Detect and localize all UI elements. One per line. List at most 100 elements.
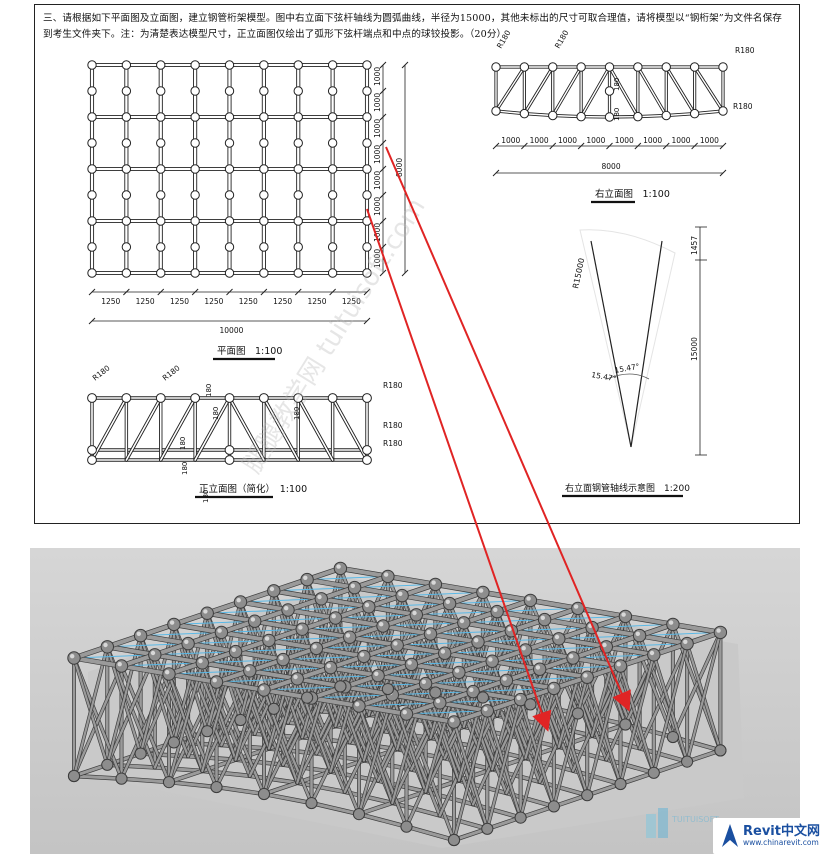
front-diagonal — [263, 397, 300, 461]
arrow-right — [385, 146, 631, 712]
render-node-highlight — [236, 598, 241, 603]
render-diagonal — [72, 645, 109, 778]
render-top-chord — [328, 665, 381, 678]
angle-left-label: 15.47° — [591, 370, 618, 383]
render-brace — [316, 644, 398, 649]
render-bottom-chord — [72, 774, 123, 781]
right-dim-tick — [577, 142, 585, 150]
plan-node — [327, 60, 338, 70]
render-upper-members — [71, 565, 724, 725]
render-node-highlight — [616, 662, 621, 667]
plan-node — [121, 216, 132, 226]
render-node-highlight — [364, 602, 370, 608]
render-top-chord — [300, 627, 352, 640]
render-top-chord — [385, 574, 438, 587]
render-node-highlight — [303, 575, 308, 580]
plan-ydim-tick — [379, 113, 387, 121]
plan-x-dim: 1250 — [101, 297, 120, 306]
render-bottom-node — [301, 691, 314, 704]
plan-node — [293, 86, 303, 96]
front-diagonal — [91, 397, 128, 461]
front-mid-node — [87, 445, 97, 455]
plan-dim-tick — [191, 288, 199, 296]
plan-y-dim: 1000 — [373, 249, 382, 268]
right-bottom-chord — [637, 114, 667, 118]
render-bottom-chord — [405, 825, 456, 842]
plan-node — [156, 164, 166, 174]
axis-dim-top: 1457 — [690, 236, 699, 255]
plan-caption: 平面图 1:100 — [217, 346, 282, 357]
render-bottom-node — [547, 800, 561, 813]
render-diagonal — [262, 696, 313, 796]
render-brace — [349, 633, 431, 638]
right-top-node — [519, 62, 530, 72]
render-node-highlight — [431, 580, 436, 585]
plan-node — [190, 164, 200, 174]
render-node-highlight — [569, 654, 574, 659]
front-node — [293, 393, 304, 403]
render-node-highlight — [150, 650, 156, 656]
plan-node — [362, 268, 372, 278]
render-brace — [240, 598, 322, 603]
plan-node — [190, 86, 200, 96]
plan-node — [87, 242, 97, 252]
plan-x-total: 10000 — [220, 326, 244, 335]
render-brace — [335, 614, 417, 619]
render-top-chord — [542, 617, 595, 630]
right-total-label: 8000 — [602, 162, 621, 171]
render-brace — [221, 628, 303, 633]
plan-node — [156, 268, 166, 278]
plan-node — [259, 190, 269, 200]
revit-r-icon — [722, 824, 738, 847]
render-node-highlight — [298, 625, 303, 630]
render-node-highlight — [169, 620, 175, 625]
axis-dim-total: 15000 — [690, 337, 699, 361]
render-diagonal — [106, 653, 157, 767]
render-brace — [463, 619, 545, 624]
plan-node — [156, 242, 166, 252]
render-top-chord — [200, 660, 252, 673]
render-node-highlight — [350, 583, 355, 588]
render-top-chord — [219, 630, 271, 643]
right-top-node — [576, 62, 586, 72]
render-brace — [382, 622, 464, 627]
render-brace — [572, 654, 654, 659]
3d-render-view — [30, 548, 800, 854]
render-node-highlight — [540, 615, 545, 620]
render-node-highlight — [635, 631, 640, 636]
plan-ydim-tick — [379, 139, 387, 147]
right-dim-tick — [606, 142, 613, 150]
render-bottom-node — [647, 766, 660, 779]
right-dim-tick — [719, 142, 727, 150]
right-mid-node — [604, 86, 615, 96]
plan-node — [121, 242, 132, 252]
render-node-highlight — [426, 630, 431, 635]
render-brace — [121, 662, 203, 667]
right-top-node — [548, 62, 558, 72]
plan-node — [327, 164, 338, 174]
plan-node — [362, 164, 372, 174]
render-top-chord — [381, 624, 433, 636]
render-top-chord — [247, 668, 300, 681]
render-node-highlight — [412, 610, 417, 616]
render-bottom-node — [581, 789, 594, 802]
render-top-chord — [404, 712, 456, 724]
plan-dim-tick — [260, 288, 268, 296]
render-node-highlight — [203, 609, 208, 614]
render-brace — [639, 631, 721, 637]
plan-node — [362, 190, 372, 200]
render-brace — [511, 627, 593, 632]
render-top-chord — [623, 614, 675, 627]
render-node-highlight — [165, 670, 170, 675]
render-diagonal — [638, 642, 689, 750]
right-top-node — [491, 62, 501, 72]
right-bottom-node — [604, 112, 615, 122]
render-node-highlight — [260, 686, 265, 691]
render-diagonal — [329, 655, 365, 773]
plan-node — [224, 112, 235, 122]
render-node-highlight — [70, 654, 75, 659]
render-node-highlight — [136, 631, 141, 636]
logo-url: www.chinarevit.com — [743, 838, 819, 847]
render-node-highlight — [478, 588, 484, 593]
